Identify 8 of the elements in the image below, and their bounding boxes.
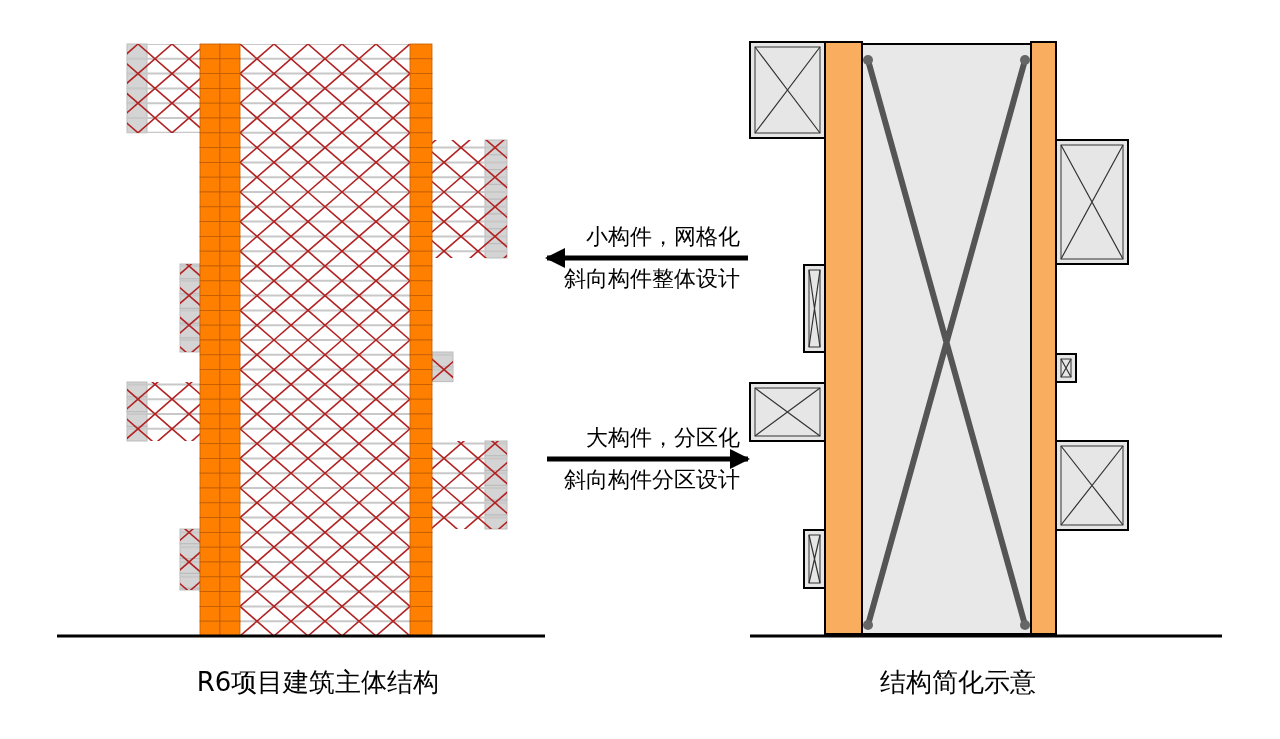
structure-drawing bbox=[748, 40, 1225, 640]
arrow bbox=[547, 449, 750, 469]
structure-drawing bbox=[55, 40, 547, 640]
edge-label: 小构件，网格化斜向构件整体设计 bbox=[563, 223, 741, 293]
arrow bbox=[545, 248, 748, 268]
node-label: 结构简化示意 bbox=[880, 666, 1036, 699]
node-label: R6项目建筑主体结构 bbox=[196, 666, 440, 699]
edge-label: 大构件，分区化斜向构件分区设计 bbox=[563, 424, 741, 494]
